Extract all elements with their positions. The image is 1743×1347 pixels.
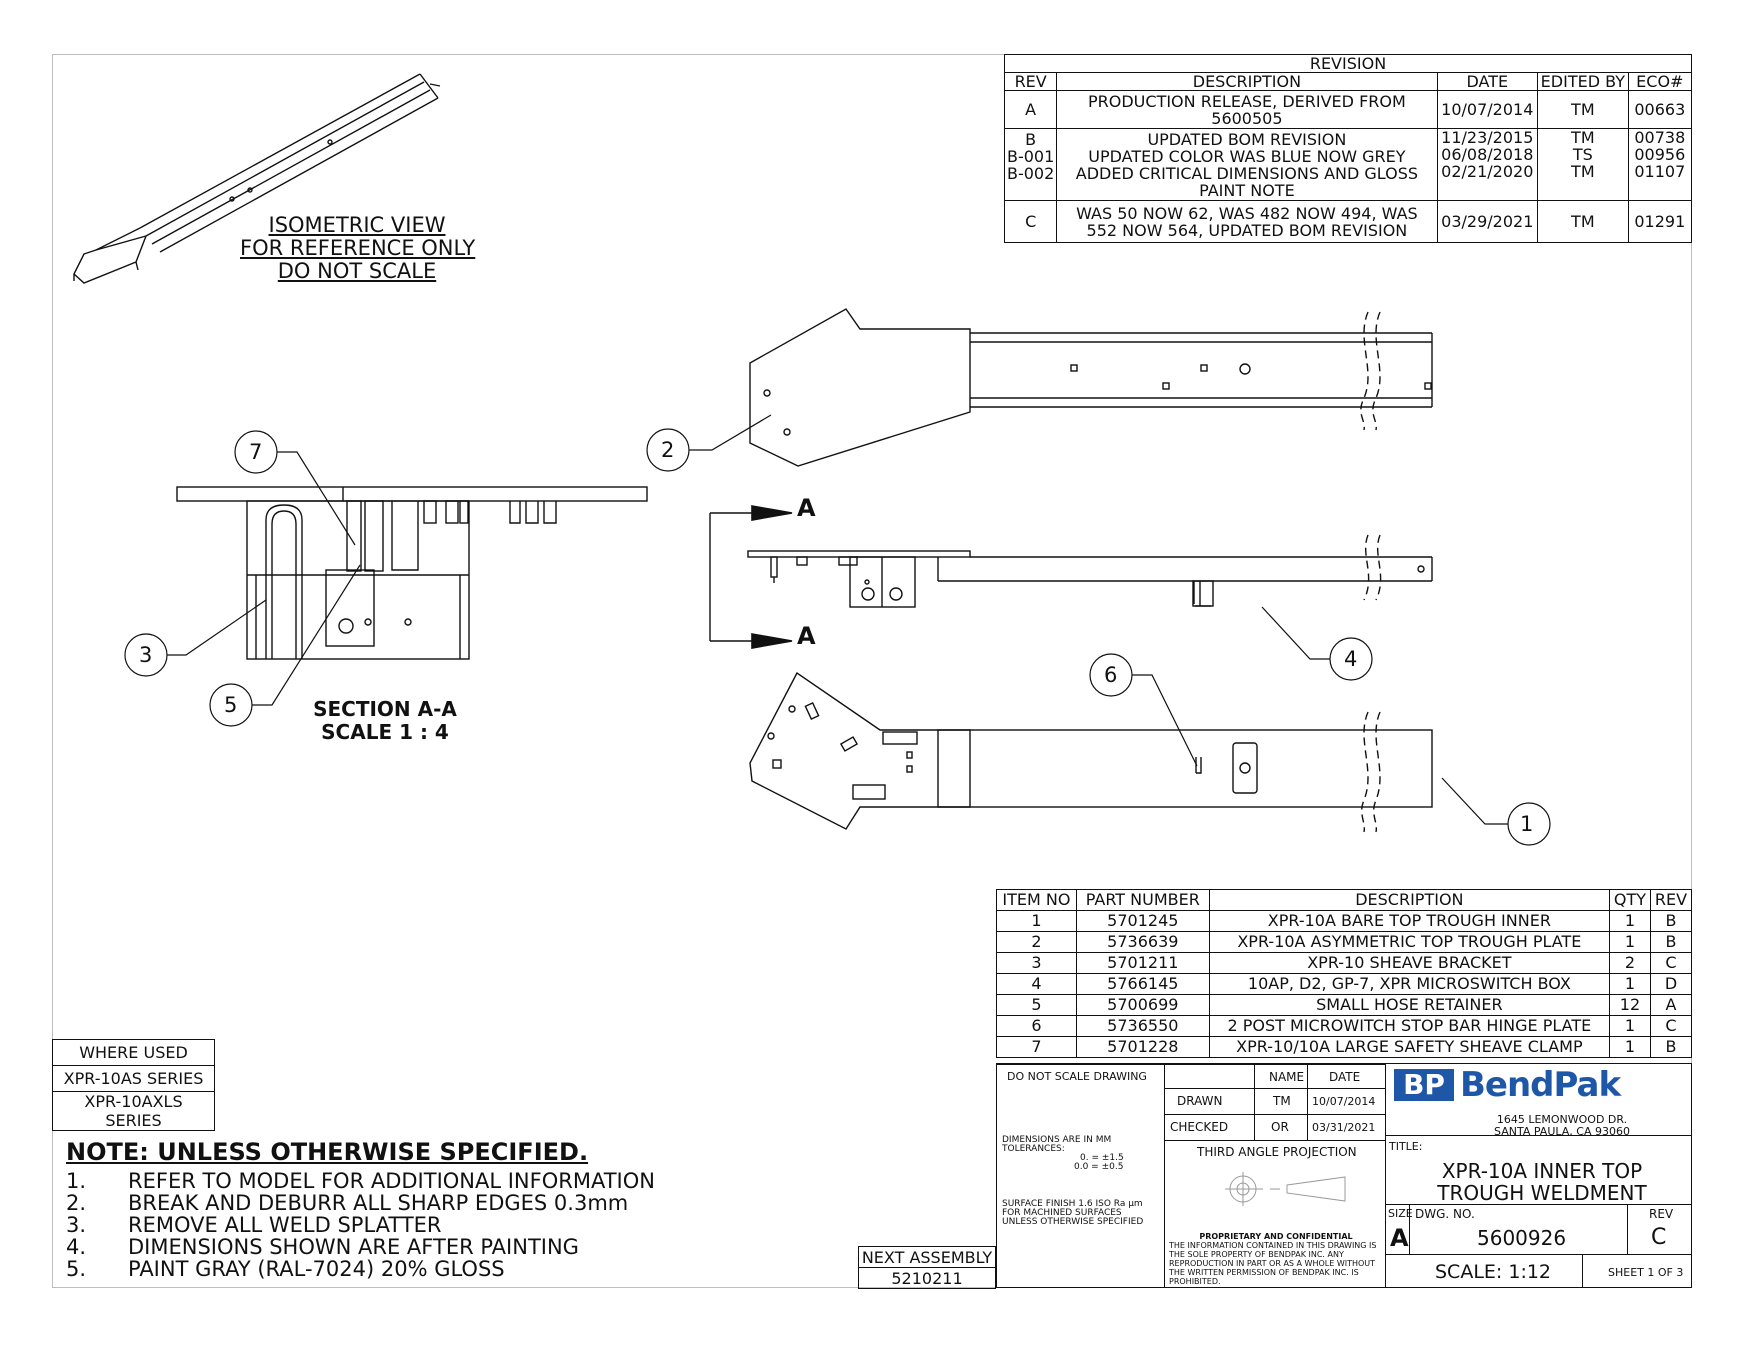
section-a-a-view [176, 486, 648, 660]
next-assembly-label: NEXT ASSEMBLY [858, 1246, 996, 1268]
sheet-number: SHEET 1 OF 3 [1608, 1266, 1684, 1279]
do-not-scale-label: DO NOT SCALE DRAWING [1007, 1070, 1147, 1083]
checked-date: 03/31/2021 [1312, 1121, 1376, 1134]
drawn-name: TM [1273, 1094, 1291, 1108]
bottom-view [749, 671, 1433, 830]
where-used-item: XPR-10AS SERIES [52, 1065, 215, 1092]
callout-2: 2 [661, 438, 675, 462]
third-angle-projection-symbol [1225, 1172, 1346, 1206]
proprietary-notice: PROPRIETARY AND CONFIDENTIAL THE INFORMA… [1169, 1232, 1377, 1286]
where-used-table: WHERE USED XPR-10AS SERIES XPR-10AXLS SE… [52, 1039, 215, 1131]
callout-3: 3 [139, 643, 153, 667]
scale-value: SCALE: 1:12 [1435, 1261, 1552, 1283]
title-label: TITLE: [1389, 1140, 1423, 1153]
date-header: DATE [1329, 1070, 1361, 1084]
section-arrows [710, 505, 793, 649]
isometric-note: ISOMETRIC VIEW FOR REFERENCE ONLY DO NOT… [240, 213, 476, 283]
rev-value: C [1651, 1225, 1667, 1250]
notes-title: NOTE: UNLESS OTHERWISE SPECIFIED. [66, 1138, 589, 1166]
callout-7: 7 [249, 440, 263, 464]
callout-1: 1 [1520, 812, 1534, 836]
callout-4: 4 [1344, 647, 1358, 671]
rev-label: REV [1649, 1207, 1674, 1221]
callout-5: 5 [224, 693, 238, 717]
notes-list: 1.REFER TO MODEL FOR ADDITIONAL INFORMAT… [66, 1170, 655, 1280]
isometric-view [73, 73, 441, 284]
note-item: 3.REMOVE ALL WELD SPLATTER [66, 1213, 442, 1237]
revision-row: C WAS 50 NOW 62, WAS 482 NOW 494, WAS 55… [1003, 200, 1693, 243]
size-label: SIZE [1388, 1207, 1413, 1220]
bendpak-logo: BP BendPak [1390, 1065, 1690, 1105]
revision-row: A PRODUCTION RELEASE, DERIVED FROM 56005… [1003, 90, 1693, 129]
section-marker-top: A [797, 494, 816, 522]
break-lines [1360, 311, 1382, 833]
checked-name: OR [1271, 1120, 1289, 1134]
note-item: 2.BREAK AND DEBURR ALL SHARP EDGES 0.3mm [66, 1191, 629, 1215]
company-address: 1645 LEMONWOOD DR.SANTA PAULA, CA 93060 [1494, 1113, 1630, 1138]
bom-header-row: ITEM NO PART NUMBER DESCRIPTION QTY REV [996, 889, 1693, 911]
name-header: NAME [1269, 1070, 1305, 1084]
note-item: 4.DIMENSIONS SHOWN ARE AFTER PAINTING [66, 1235, 579, 1259]
logo-text: BendPak [1460, 1065, 1621, 1105]
revision-header-row: REV DESCRIPTION DATE EDITED BY ECO# [1003, 72, 1693, 91]
revision-table: REVISION REV DESCRIPTION DATE EDITED BY … [1003, 54, 1693, 243]
drawing-number: 5600926 [1477, 1226, 1567, 1250]
size-value: A [1390, 1224, 1409, 1252]
callout-balloons [124, 414, 1551, 846]
bom-table: ITEM NO PART NUMBER DESCRIPTION QTY REV … [996, 889, 1693, 1058]
callout-6: 6 [1104, 663, 1118, 687]
next-assembly-table: NEXT ASSEMBLY 5210211 [858, 1246, 996, 1289]
title-block: DO NOT SCALE DRAWING NAME DATE DRAWN TM … [996, 1063, 1692, 1288]
logo-mark: BP [1394, 1069, 1454, 1101]
next-assembly-value: 5210211 [858, 1267, 996, 1289]
side-view [709, 513, 1433, 641]
checked-label: CHECKED [1170, 1120, 1229, 1134]
note-item: 1.REFER TO MODEL FOR ADDITIONAL INFORMAT… [66, 1169, 655, 1193]
where-used-item: XPR-10AXLS SERIES [52, 1091, 215, 1131]
note-item: 5.PAINT GRAY (RAL-7024) 20% GLOSS [66, 1257, 505, 1281]
section-marker-bottom: A [797, 622, 816, 650]
drawn-label: DRAWN [1177, 1094, 1223, 1108]
section-label: SECTION A-A SCALE 1 : 4 [313, 697, 457, 744]
where-used-title: WHERE USED [52, 1039, 215, 1066]
top-view [749, 308, 1433, 467]
projection-label: THIRD ANGLE PROJECTION [1197, 1145, 1357, 1159]
drawn-date: 10/07/2014 [1312, 1095, 1376, 1108]
dwg-no-label: DWG. NO. [1415, 1207, 1475, 1221]
